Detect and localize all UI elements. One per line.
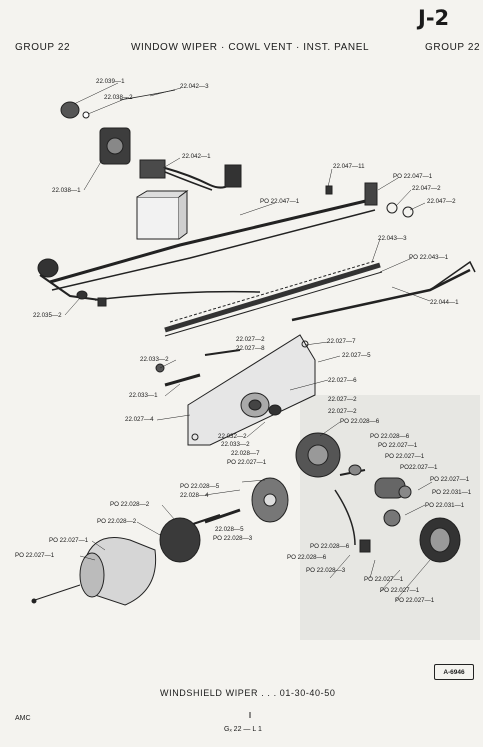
- callout-label: PO 22.028—3: [213, 535, 253, 542]
- callout-label: PO 22.028—5: [180, 483, 220, 490]
- callout-label: PO 22.027—1: [380, 587, 420, 594]
- callout-label: PO 22.027—1: [364, 576, 404, 583]
- callout-label: 22.033—2: [221, 441, 250, 448]
- callout-label: 22.033—1: [129, 392, 158, 399]
- callout-label: PO 22.028—2: [110, 501, 150, 508]
- callout-label: PO 22.028—2: [97, 518, 137, 525]
- callout-label: PO 22.028—3: [306, 567, 346, 574]
- callout-label: 22.038—1: [52, 187, 81, 194]
- callout-label: PO22.027—1: [400, 464, 438, 471]
- callout-label: 22.027—7: [327, 338, 356, 345]
- right-pivot: [364, 182, 378, 206]
- callout-label: 22.047—11: [333, 163, 365, 170]
- callout-label: 22.038—2: [104, 94, 133, 101]
- callout-label: 22.044—1: [430, 299, 459, 306]
- callout-label: 22.028—5: [215, 526, 244, 533]
- callout-label: 22.047—2: [427, 198, 456, 205]
- callout-label: PO 22.027—1: [430, 476, 470, 483]
- callout-label: PO 22.027—1: [395, 597, 435, 604]
- callout-label: 22.028—4: [180, 492, 209, 499]
- left-pivot: [37, 258, 59, 278]
- callout-label: 22.032—2: [218, 433, 247, 440]
- armature: [159, 517, 201, 563]
- callout-label: PO 22.043—1: [409, 254, 449, 261]
- page-code: Gₓ 22 — L 1: [224, 726, 262, 733]
- callout-label: 22.035—2: [33, 312, 62, 319]
- callout-label: 22.027—6: [328, 377, 357, 384]
- callout-label: PO 22.047—1: [260, 198, 300, 205]
- motor-housing: [84, 537, 157, 606]
- callout-label: PO 22.028—6: [340, 418, 380, 425]
- callout-label: PO 22.027—1: [385, 453, 425, 460]
- callout-label: 22.039—1: [96, 78, 125, 85]
- callout-label: 22.042—1: [182, 153, 211, 160]
- callout-label: 22.033—2: [140, 356, 169, 363]
- callout-label: 22.042—3: [180, 83, 209, 90]
- module-box: [136, 196, 180, 240]
- callout-label: PO 22.027—1: [378, 442, 418, 449]
- plug-connector: [224, 164, 242, 188]
- callout-label: PO 22.027—1: [49, 537, 89, 544]
- callout-label: 22.027—4: [125, 416, 154, 423]
- switch-connector: [139, 159, 166, 179]
- wiper-blade: [164, 262, 381, 333]
- callout-label: PO 22.028—6: [310, 543, 350, 550]
- figure-reference-badge: A-6946: [434, 664, 474, 680]
- switch-knob: [60, 101, 80, 119]
- figure-caption: WINDSHIELD WIPER . . . 01-30-40-50: [160, 688, 336, 698]
- callout-label: PO 22.027—1: [227, 459, 267, 466]
- callout-label: PO 22.028—6: [287, 554, 327, 561]
- wiper-linkage: [49, 198, 371, 284]
- group-label-left: GROUP 22: [15, 42, 71, 53]
- brand-label: AMC: [15, 715, 31, 722]
- page-title: WINDOW WIPER · COWL VENT · INST. PANEL: [131, 42, 370, 53]
- callout-label: 22.027—2: [328, 408, 357, 415]
- callout-label: 22.027—2: [328, 396, 357, 403]
- callout-label: PO 22.047—1: [393, 173, 433, 180]
- callout-label: PO 22.031—1: [432, 489, 472, 496]
- callout-label: 22.043—3: [378, 235, 407, 242]
- page-number: J-2: [418, 6, 450, 30]
- callout-label: PO 22.028—6: [370, 433, 410, 440]
- callout-label: 22.027—5: [342, 352, 371, 359]
- callout-label: 22.028—7: [231, 450, 260, 457]
- mounting-plate: [187, 334, 316, 446]
- callout-label: PO 22.031—1: [425, 502, 465, 509]
- callout-label: PO 22.027—1: [15, 552, 55, 559]
- callout-label: 22.027—8: [236, 345, 265, 352]
- callout-label: 22.047—2: [412, 185, 441, 192]
- group-label-right: GROUP 22: [425, 42, 481, 53]
- callout-label: 22.027—2: [236, 336, 265, 343]
